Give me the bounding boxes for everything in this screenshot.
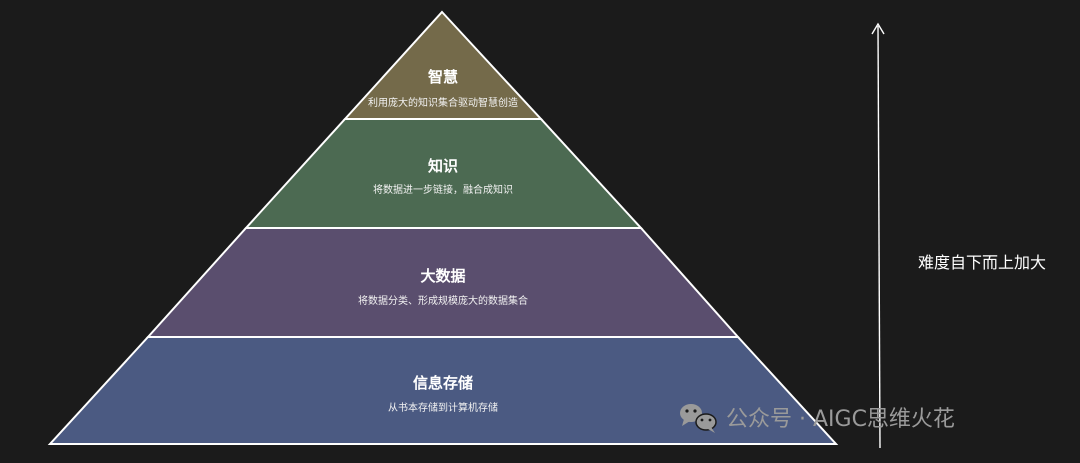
layer-storage: 信息存储 从书本存储到计算机存储 — [47, 336, 839, 445]
arrow-up-icon — [871, 22, 885, 35]
arrow-shaft — [877, 25, 881, 449]
layer-wisdom-desc: 利用庞大的知识集合驱动智慧创造 — [368, 96, 518, 109]
layer-bigdata: 大数据 将数据分类、形成规模庞大的数据集合 — [145, 227, 741, 338]
layer-bigdata-desc: 将数据分类、形成规模庞大的数据集合 — [358, 294, 528, 307]
layer-storage-title: 信息存储 — [413, 374, 473, 392]
layer-wisdom: 智慧 利用庞大的知识集合驱动智慧创造 — [342, 10, 544, 120]
layer-wisdom-title: 智慧 — [428, 68, 458, 86]
wechat-icon — [680, 404, 717, 433]
watermark: 公众号 · AIGC思维火花 — [680, 404, 955, 433]
layer-knowledge-desc: 将数据进一步链接，融合成知识 — [373, 183, 513, 196]
difficulty-arrow — [871, 22, 885, 449]
layer-knowledge: 知识 将数据进一步链接，融合成知识 — [243, 118, 644, 229]
layer-bigdata-title: 大数据 — [420, 267, 465, 285]
difficulty-label: 难度自下而上加大 — [918, 253, 1046, 272]
pyramid: 智慧 利用庞大的知识集合驱动智慧创造 知识 将数据进一步链接，融合成知识 大数据… — [47, 10, 839, 445]
layer-knowledge-title: 知识 — [428, 157, 458, 175]
layer-storage-shape — [47, 336, 839, 445]
layer-storage-desc: 从书本存储到计算机存储 — [388, 401, 498, 414]
watermark-text: 公众号 · AIGC思维火花 — [726, 407, 955, 432]
